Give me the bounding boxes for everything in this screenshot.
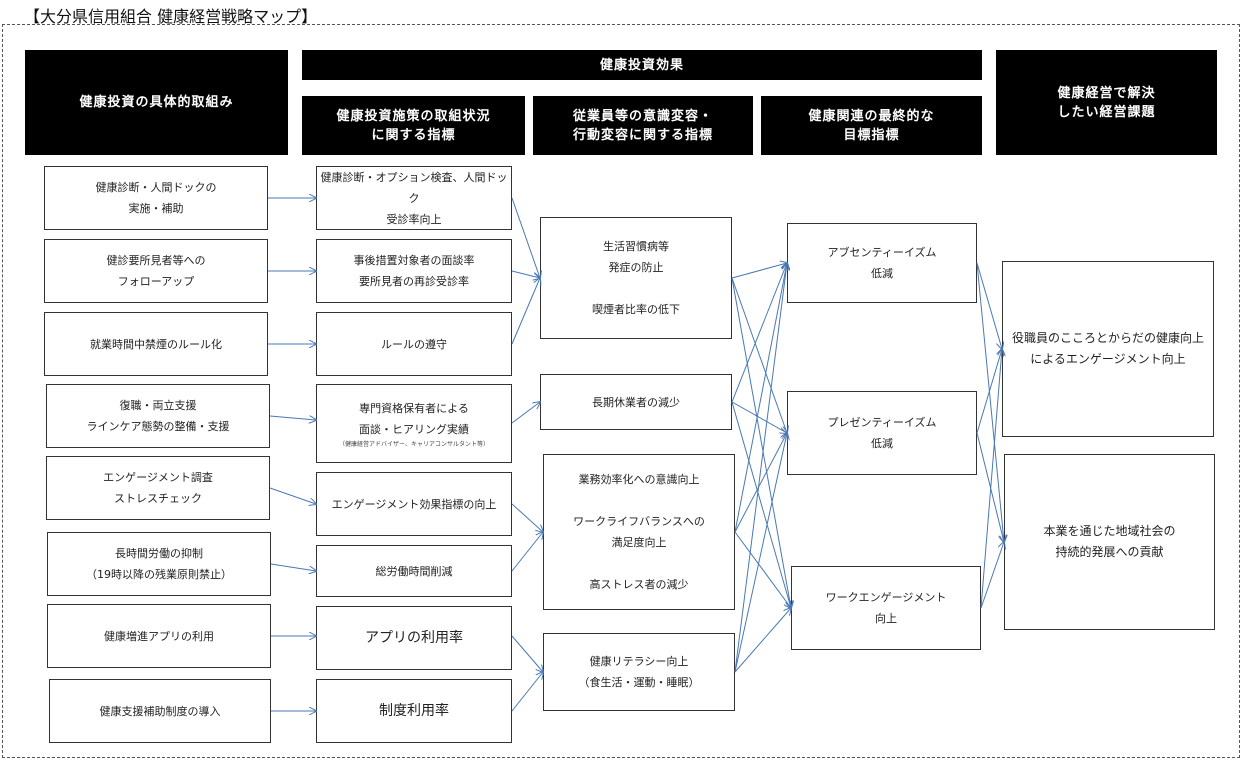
initiative-no-smoking-rule: 就業時間中禁煙のルール化 (44, 312, 268, 376)
initiative-health-app: 健康増進アプリの利用 (47, 604, 271, 668)
measure-working-hours: 総労働時間削減 (316, 545, 512, 597)
measure-checkup-rate: 健康診断・オプション検査、人間ドック 受診率向上 (316, 166, 512, 230)
initiative-engagement-survey: エンゲージメント調査 ストレスチェック (46, 456, 270, 520)
measure-rule-compliance: ルールの遵守 (316, 312, 512, 376)
header-business-issues: 健康経営で解決 したい経営課題 (996, 50, 1217, 155)
measure-interview-rate: 事後措置対象者の面談率 要所見者の再診受診率 (316, 239, 512, 303)
header-investment-effects: 健康投資効果 (302, 50, 982, 80)
behavior-work-efficiency: 業務効率化への意識向上 ワークライフバランスへの 満足度向上 高ストレス者の減少 (543, 454, 735, 610)
behavior-health-literacy: 健康リテラシー向上 （食生活・運動・睡眠） (543, 633, 735, 711)
measure-engagement-index: エンゲージメント効果指標の向上 (316, 472, 512, 536)
goal-absenteeism: アブセンティーイズム 低減 (787, 223, 977, 303)
map-frame (2, 24, 1240, 758)
goal-work-engagement: ワークエンゲージメント 向上 (791, 566, 981, 650)
initiative-health-checkup: 健康診断・人間ドックの 実施・補助 (44, 166, 268, 230)
measure-engagement-index-label: エンゲージメント効果指標の向上 (331, 497, 497, 511)
header-behavior-indicators: 従業員等の意識変容・ 行動変容に関する指標 (533, 96, 753, 155)
measure-specialist-interviews-label: 専門資格保有者による 面談・ヒアリング実績 (359, 401, 469, 436)
issue-health-engagement: 役職員のこころとからだの健康向上 によるエンゲージメント向上 (1002, 261, 1214, 437)
measure-app-usage-label: アプリの利用率 (365, 629, 463, 646)
behavior-long-leave: 長期休業者の減少 (540, 374, 732, 430)
measure-specialist-interviews-note: （健康経営アドバイザー、キャリアコンサルタント等） (339, 440, 489, 448)
initiative-health-subsidy: 健康支援補助制度の導入 (49, 679, 271, 743)
initiative-follow-up: 健診要所見者等への フォローアップ (44, 239, 268, 303)
header-initiatives: 健康投資の具体的取組み (25, 50, 288, 155)
behavior-lifestyle-disease: 生活習慣病等 発症の防止 喫煙者比率の低下 (540, 217, 732, 339)
measure-working-hours-label: 総労働時間削減 (375, 564, 453, 578)
measure-program-usage-label: 制度利用率 (379, 702, 449, 719)
issue-regional-contribution: 本業を通じた地域社会の 持続的発展への貢献 (1004, 454, 1215, 630)
measure-app-usage: アプリの利用率 (316, 606, 512, 670)
header-final-goal-indicators: 健康関連の最終的な 目標指標 (761, 96, 982, 155)
measure-rule-compliance-label: ルールの遵守 (381, 337, 447, 351)
initiative-return-to-work-support: 復職・両立支援 ラインケア態勢の整備・支援 (46, 384, 270, 448)
measure-program-usage: 制度利用率 (316, 679, 512, 743)
measure-interview-rate-label: 事後措置対象者の面談率 要所見者の再診受診率 (353, 254, 475, 288)
measure-specialist-interviews: 専門資格保有者による 面談・ヒアリング実績 （健康経営アドバイザー、キャリアコン… (316, 384, 512, 463)
goal-presenteeism: プレゼンティーイズム 低減 (787, 391, 977, 475)
measure-checkup-rate-label: 健康診断・オプション検査、人間ドック 受診率向上 (320, 170, 508, 226)
header-measure-indicators: 健康投資施策の取組状況 に関する指標 (302, 96, 525, 155)
page-title: 【大分県信用組合 健康経営戦略マップ】 (24, 7, 318, 26)
initiative-long-hours-control: 長時間労働の抑制 （19時以降の残業原則禁止） (47, 532, 271, 596)
